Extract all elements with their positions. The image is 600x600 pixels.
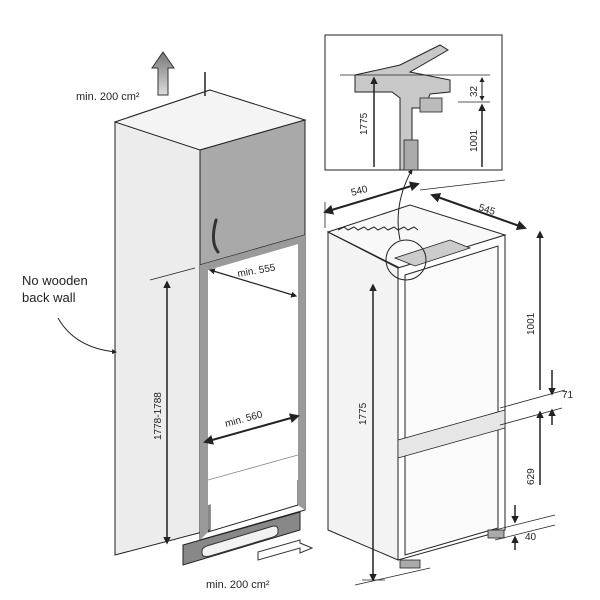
vent-top-label: min. 200 cm²: [76, 91, 140, 103]
detail-magnifier: [385, 239, 427, 281]
cabinet: [113, 72, 307, 566]
dim-floor-line: [354, 567, 431, 586]
detail-1001-label: 1001: [469, 129, 480, 152]
fridge-foot-front: [399, 559, 421, 569]
detail-32-label: 32: [469, 85, 480, 97]
dim-545-label: 545: [477, 202, 497, 218]
detail-1775-label: 1775: [359, 112, 370, 135]
cabinet-door-handle: [211, 218, 220, 254]
detail-box: 1775 32 1001: [324, 34, 503, 171]
fridge-top-hinge: [393, 239, 472, 267]
niche-frame-shade-top: [200, 235, 305, 270]
fridge-divider: [397, 409, 506, 459]
no-back-wall-line2: back wall: [22, 290, 76, 305]
fridge-foot-right: [487, 529, 505, 539]
dim-555-line: [208, 268, 298, 298]
dim-1001-ext-bottom: [499, 389, 566, 409]
dim-545-ext-top: [419, 179, 506, 191]
vent-in-arrow-icon: [257, 539, 314, 561]
niche-frame-shade-right: [298, 235, 305, 510]
fridge-top-edge: [337, 226, 419, 231]
dim-40-label: 40: [525, 532, 537, 543]
dim-1001-label: 1001: [526, 312, 537, 335]
dim-niche-ext-top: [149, 267, 196, 281]
dim-1775-label: 1775: [358, 402, 369, 425]
dim-540-line: [323, 181, 420, 215]
no-back-wall-line1: No wooden: [22, 273, 88, 288]
dim-629-label: 629: [526, 468, 537, 485]
plinth-vent: [201, 525, 279, 558]
fridge-side: [327, 231, 399, 561]
detail-door-edge: [403, 139, 419, 171]
vent-bottom-label: min. 200 cm²: [206, 579, 270, 591]
dim-niche-height-label: 1778-1788: [153, 392, 164, 440]
niche-frame-shade-left: [200, 265, 208, 540]
dim-540-label: 540: [350, 184, 369, 199]
dim-629-ext-top: [499, 407, 563, 426]
dim-560-line: [203, 413, 300, 445]
niche-floor-line: [207, 454, 299, 481]
vent-up-arrow-icon: [151, 51, 175, 96]
dim-40-ext-top: [494, 514, 556, 531]
no-back-wall-arrow: [57, 317, 117, 355]
dim-545-line: [430, 192, 527, 231]
fridge: [326, 204, 507, 569]
dim-40-ext-bottom: [494, 524, 556, 541]
detail-hinge-block: [419, 97, 443, 113]
dim-71-label: 71: [562, 390, 574, 401]
cabinet-side-panel: [114, 89, 211, 556]
